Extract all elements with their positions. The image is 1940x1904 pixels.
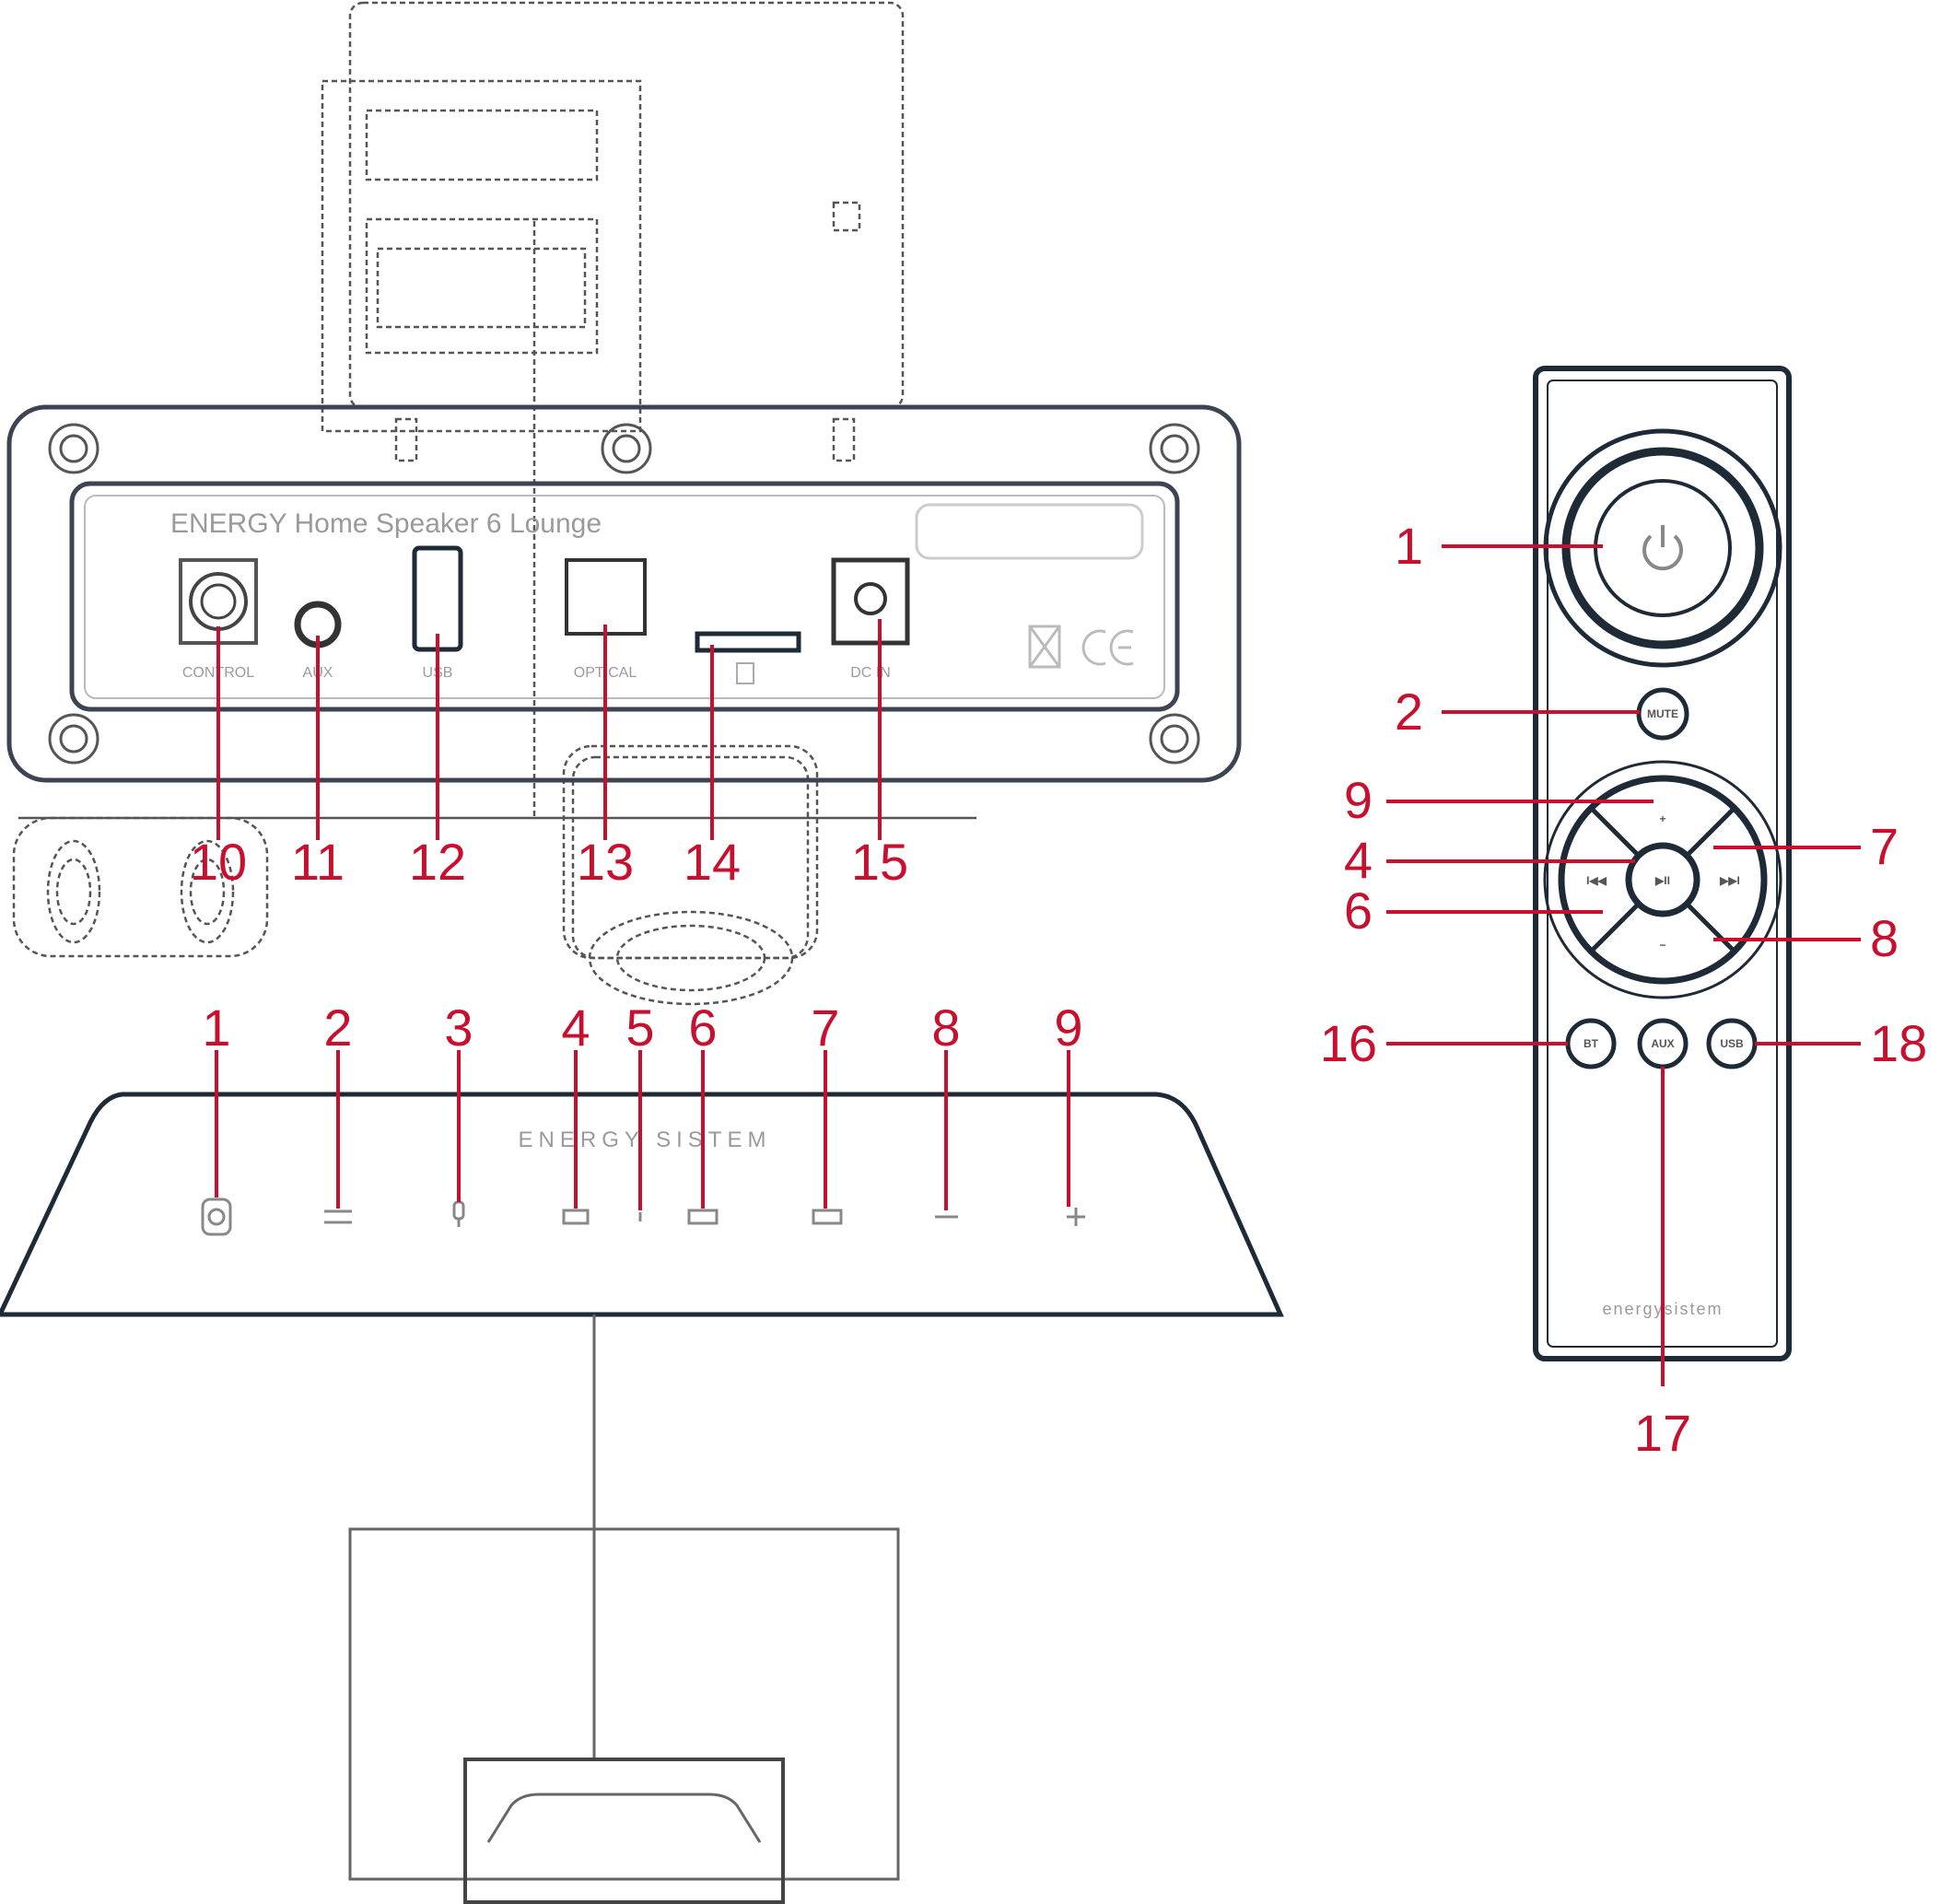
power-button-icon [201, 1197, 232, 1236]
remote-callout-2: 2 [1395, 683, 1423, 741]
remote-callout-16: 16 [1320, 1014, 1377, 1072]
callout-15: 15 [851, 833, 908, 891]
mute-label: MUTE [1647, 707, 1678, 720]
top-panel: ENERGY SISTEM [0, 1092, 1284, 1904]
mode-button-icon [324, 1209, 352, 1224]
top-callout-numbers: 1 2 3 4 5 6 7 8 9 [202, 999, 1082, 1057]
remote-callout-4: 4 [1344, 831, 1373, 889]
speaker-stand [348, 1314, 900, 1904]
callout-6: 6 [688, 999, 717, 1057]
screw-icon [48, 423, 1200, 765]
certification-icon [1028, 625, 1134, 669]
play-pause-button-icon [562, 1209, 590, 1225]
play-pause-label: ▶II [1654, 874, 1670, 887]
rear-model-text: ENERGY Home Speaker 6 Lounge [170, 508, 602, 539]
callout-2: 2 [323, 999, 352, 1057]
remote-callout-6: 6 [1344, 882, 1373, 940]
func-mid-label: AUX [1651, 1037, 1674, 1050]
speaker-ghost-view [12, 1, 976, 1006]
info-label-box [915, 503, 1144, 560]
vol-up-label: + [1659, 812, 1665, 825]
mic-button-icon [452, 1200, 465, 1227]
callout-4: 4 [561, 999, 590, 1057]
remote-callout-numbers: 1 2 9 4 6 16 7 8 18 17 [1320, 517, 1928, 1462]
remote-callout-8: 8 [1870, 909, 1899, 967]
remote-power-icon [1642, 525, 1683, 571]
callout-12: 12 [409, 833, 466, 891]
callout-13: 13 [577, 833, 634, 891]
callout-3: 3 [444, 999, 473, 1057]
dc-in-port: DC IN [831, 557, 910, 681]
remote-callout-17: 17 [1634, 1404, 1691, 1462]
callout-5: 5 [625, 999, 654, 1057]
vol-up-button-icon [1067, 1208, 1085, 1226]
rear-panel: ENERGY Home Speaker 6 Lounge CONTROL AUX… [6, 404, 1242, 783]
next-label: ▶▶I [1719, 874, 1740, 887]
func-right-label: USB [1720, 1037, 1744, 1050]
top-callout-lines [215, 1050, 1070, 1210]
callout-7: 7 [811, 999, 839, 1057]
remote-callout-9: 9 [1344, 771, 1373, 829]
remote-callout-7: 7 [1870, 817, 1899, 875]
remote-dpad [1543, 760, 1782, 999]
rear-callout-numbers: 10 11 12 13 14 15 [190, 833, 908, 891]
remote-callout-1: 1 [1395, 517, 1423, 575]
next-button-icon [812, 1209, 843, 1225]
vol-down-label: − [1659, 939, 1665, 952]
prev-button-icon [687, 1209, 719, 1225]
callout-11: 11 [291, 833, 345, 891]
func-left-label: BT [1584, 1037, 1599, 1050]
remote-callout-18: 18 [1870, 1014, 1927, 1072]
dc-in-port-label: DC IN [850, 665, 891, 681]
top-brand-text: ENERGY SISTEM [519, 1127, 772, 1152]
callout-8: 8 [931, 999, 960, 1057]
callout-1: 1 [202, 999, 230, 1057]
remote-callout-lines [1386, 544, 1861, 1386]
callout-10: 10 [190, 833, 247, 891]
prev-label: I◀◀ [1586, 874, 1607, 887]
microsd-slot [695, 631, 801, 684]
callout-14: 14 [684, 833, 741, 891]
remote-mute-button: MUTE [1636, 687, 1689, 741]
callout-9: 9 [1054, 999, 1082, 1057]
rear-callout-lines [216, 619, 882, 840]
